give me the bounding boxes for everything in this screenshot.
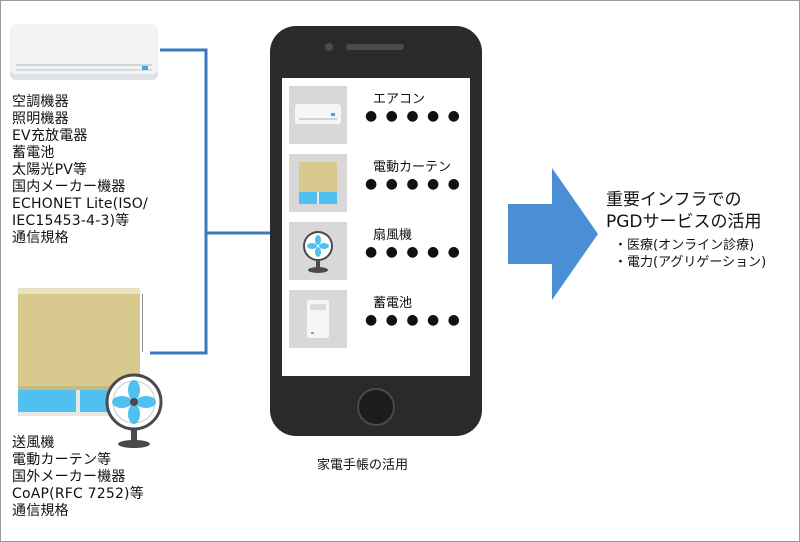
app-row-fan[interactable]: 扇風機 ● ● ● ● ● <box>289 222 465 284</box>
list-item: 太陽光PV等 <box>12 162 88 178</box>
list-item: 送風機 <box>12 435 55 451</box>
phone-screen: エアコン ● ● ● ● ● 電動カーテン ● ● ● ● ● <box>282 78 470 376</box>
smartphone: エアコン ● ● ● ● ● 電動カーテン ● ● ● ● ● <box>270 26 482 436</box>
connector-lower <box>150 233 208 355</box>
list-item: ・医療(オンライン診療) <box>614 238 755 253</box>
list-item: 電動カーテン等 <box>12 452 112 468</box>
domestic-device-list: 空調機器 照明機器 EV充放電器 蓄電池 太陽光PV等 国内メーカー機器 ECH… <box>12 94 148 247</box>
app-name: 蓄電池 <box>373 296 413 311</box>
list-item: 国内メーカー機器 <box>12 179 126 195</box>
status-dots: ● ● ● ● ● <box>365 312 462 328</box>
list-item: 蓄電池 <box>12 145 55 161</box>
home-button[interactable] <box>357 388 395 426</box>
list-item: 通信規格 <box>12 230 69 246</box>
list-item: 通信規格 <box>12 503 69 519</box>
app-name: 電動カーテン <box>373 160 452 175</box>
list-item: 国外メーカー機器 <box>12 469 126 485</box>
app-row-curtain[interactable]: 電動カーテン ● ● ● ● ● <box>289 154 465 216</box>
curtain-icon <box>289 154 347 212</box>
app-name: 扇風機 <box>373 228 413 243</box>
fan-icon <box>105 373 163 448</box>
phone-caption: 家電手帳の活用 <box>317 458 409 473</box>
camera-icon <box>325 43 333 51</box>
status-dots: ● ● ● ● ● <box>365 108 462 124</box>
right-arrow-icon <box>508 168 598 300</box>
overseas-device-list: 送風機 電動カーテン等 国外メーカー機器 CoAP(RFC 7252)等 通信規… <box>12 435 144 520</box>
status-dots: ● ● ● ● ● <box>365 244 462 260</box>
battery-icon <box>289 290 347 348</box>
air-conditioner-icon <box>10 24 158 80</box>
app-name: エアコン <box>373 92 426 107</box>
list-item: IEC15453-4-3)等 <box>12 213 130 229</box>
fan-icon <box>289 222 347 280</box>
list-item: ・電力(アグリゲーション) <box>614 255 767 270</box>
list-item: ECHONET Lite(ISO/ <box>12 196 148 212</box>
list-item: 空調機器 <box>12 94 69 110</box>
connector-upper <box>160 48 270 235</box>
app-row-battery[interactable]: 蓄電池 ● ● ● ● ● <box>289 290 465 352</box>
air-conditioner-icon <box>289 86 347 144</box>
app-row-aircon[interactable]: エアコン ● ● ● ● ● <box>289 86 465 148</box>
status-dots: ● ● ● ● ● <box>365 176 462 192</box>
list-item: EV充放電器 <box>12 128 88 144</box>
curtain-and-fan-illustration <box>18 288 163 450</box>
list-item: 照明機器 <box>12 111 69 127</box>
pgd-title: 重要インフラでの PGDサービスの活用 <box>606 190 762 232</box>
pgd-use-cases: ・医療(オンライン診療) ・電力(アグリゲーション) <box>614 237 766 271</box>
list-item: CoAP(RFC 7252)等 <box>12 486 144 502</box>
speaker-icon <box>346 44 404 50</box>
curtain-icon <box>18 288 140 386</box>
